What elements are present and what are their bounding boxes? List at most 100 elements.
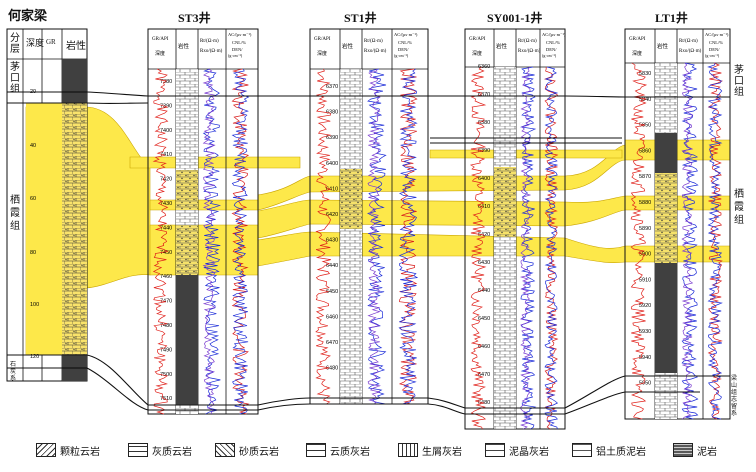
lt-depth-label: 5890 xyxy=(639,226,651,232)
well-title-hjl: 何家梁 xyxy=(8,5,47,24)
legend-item-mudstone: 泥岩 xyxy=(673,442,717,458)
hjl-depth-label: 80 xyxy=(30,250,36,256)
hjl-lithology-top xyxy=(62,59,87,103)
legend-item-dolo-lime: 云质灰岩 xyxy=(306,442,370,458)
sy-depth-label: 6430 xyxy=(478,260,490,266)
header-depth: 深度 xyxy=(155,50,165,57)
correlation-band-1 xyxy=(130,157,300,168)
sy-lithology-grain xyxy=(494,167,516,237)
legend-swatch xyxy=(306,443,326,457)
hjl-gr-band xyxy=(42,103,62,355)
hjl-depth-band xyxy=(26,103,42,355)
lt-depth-label: 5860 xyxy=(639,148,651,154)
st3-depth-label: 7420 xyxy=(160,177,172,183)
st3-depth-label: 7410 xyxy=(160,152,172,158)
strata-shiqian-hjl: 石炭系 xyxy=(10,362,18,383)
header-den: DEN/ xyxy=(546,47,557,52)
header-grapi: GR/API xyxy=(629,37,646,42)
legend-item-bauxite: 铝土质泥岩 xyxy=(572,442,646,458)
st1-lithology-lower xyxy=(340,229,362,404)
st3-lithology-grain xyxy=(176,170,198,210)
header-rt: Rt/(Ω·m) xyxy=(364,39,383,44)
lt-lithology-base xyxy=(655,373,677,419)
hjl-header-fenceng: 分层 xyxy=(10,33,22,55)
legend-swatch xyxy=(485,443,505,457)
header-yanxing: 岩性 xyxy=(657,42,669,50)
legend-swatch xyxy=(36,443,56,457)
hjl-header-shendu: 深度 xyxy=(26,36,44,49)
lt-depth-label: 5930 xyxy=(639,329,651,335)
hjl-depth-label: 100 xyxy=(30,302,39,308)
st1-lithology-upper xyxy=(340,69,362,169)
sy-lithology-upper xyxy=(494,67,516,167)
header-rxo: Rxo/(Ω·m) xyxy=(679,49,702,54)
legend-swatch xyxy=(215,443,235,457)
header-cnl: CNL/% xyxy=(398,40,412,45)
legend-label: 生屑灰岩 xyxy=(422,443,462,458)
gr-curve-3 xyxy=(631,63,646,419)
sy-depth-label: 6410 xyxy=(478,204,490,210)
strata-qixia-lt1: 栖霞组 xyxy=(734,188,746,227)
header-depth: 深度 xyxy=(632,50,642,57)
well-title-lt1: LT1井 xyxy=(655,9,688,26)
header-rxo: Rxo/(Ω·m) xyxy=(200,49,223,54)
header-ac: AC/(μs·m⁻¹) xyxy=(394,32,418,37)
st3-depth-label: 7470 xyxy=(160,299,172,305)
hjl-depth-label: 60 xyxy=(30,196,36,202)
well-panel-lt1: 5830584058505860587058805890590059105920… xyxy=(625,29,730,419)
well-title-st1: ST1井 xyxy=(344,9,377,26)
st3-depth-label: 7460 xyxy=(160,274,172,280)
header-den: DEN/ xyxy=(398,47,409,52)
correlation-band-4 xyxy=(258,232,625,266)
legend-item-bio-lime: 生屑灰岩 xyxy=(398,442,462,458)
legend-label: 铝土质泥岩 xyxy=(596,443,646,458)
st3-depth-label: 7400 xyxy=(160,128,172,134)
header-den-unit: (g·cm⁻³) xyxy=(228,53,243,58)
lt-depth-label: 5870 xyxy=(639,174,651,180)
lt-depth-label: 5900 xyxy=(639,252,651,258)
st1-lithology-grain xyxy=(340,169,362,229)
header-rxo: Rxo/(Ω·m) xyxy=(518,49,541,54)
lt-lithology-grain xyxy=(655,173,677,263)
st1-depth-label: 6480 xyxy=(326,366,338,372)
lt-depth-label: 5840 xyxy=(639,97,651,103)
legend-item-micrite: 泥晶灰岩 xyxy=(485,442,549,458)
st1-depth-label: 6470 xyxy=(326,340,338,346)
header-yanxing: 岩性 xyxy=(342,42,354,50)
st1-depth-label: 6460 xyxy=(326,314,338,320)
st1-depth-label: 6370 xyxy=(326,84,338,90)
legend-item-sand-dolo: 砂质云岩 xyxy=(215,442,279,458)
st3-lithology-lower xyxy=(176,275,198,405)
header-den: DEN/ xyxy=(709,47,720,52)
st1-depth-label: 6400 xyxy=(326,161,338,167)
legend-label: 颗粒云岩 xyxy=(60,443,100,458)
lt-depth-label: 5880 xyxy=(639,200,651,206)
header-yanxing: 岩性 xyxy=(496,42,508,50)
legend-item-calc-dolo: 灰质云岩 xyxy=(128,442,192,458)
header-rxo: Rxo/(Ω·m) xyxy=(364,49,387,54)
legend-label: 云质灰岩 xyxy=(330,443,370,458)
hjl-header-yanxing: 岩性 xyxy=(66,37,86,52)
legend-swatch xyxy=(572,443,592,457)
strata-maokou-hjl: 茅口组 xyxy=(10,62,22,95)
lt-lithology-dark xyxy=(655,133,677,173)
well-title-st3: ST3井 xyxy=(178,9,211,26)
legend-item-grain-dolo: 颗粒云岩 xyxy=(36,442,100,458)
st1-depth-label: 6420 xyxy=(326,212,338,218)
correlation-band-3 xyxy=(258,196,625,238)
legend-swatch xyxy=(673,443,693,457)
header-grapi: GR/API xyxy=(469,37,486,42)
header-rt: Rt/(Ω·m) xyxy=(200,39,219,44)
st3-depth-label: 7510 xyxy=(160,396,172,402)
header-cnl: CNL/% xyxy=(546,40,560,45)
st1-depth-label: 6410 xyxy=(326,186,338,192)
header-depth: 深度 xyxy=(317,50,327,57)
lt-depth-label: 5910 xyxy=(639,277,651,283)
legend-label: 泥晶灰岩 xyxy=(509,443,549,458)
strata-lower-a-lt1: 梁山组 xyxy=(731,376,741,397)
st1-depth-label: 6430 xyxy=(326,238,338,244)
hjl-header-gr: GR xyxy=(46,38,56,46)
sy-depth-label: 6380 xyxy=(478,120,490,126)
header-yanxing: 岩性 xyxy=(178,42,190,50)
